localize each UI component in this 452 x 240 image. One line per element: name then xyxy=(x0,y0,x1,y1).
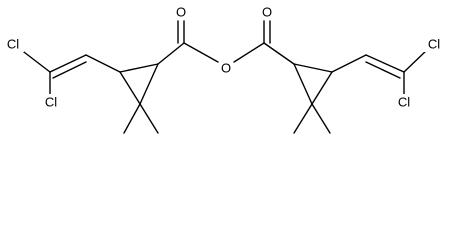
bond-left-ccl-top xyxy=(19,48,51,73)
atom-cl-right-bottom: Cl xyxy=(398,95,410,110)
atom-o-left-carbonyl: O xyxy=(176,5,186,20)
atom-o-right-carbonyl: O xyxy=(262,5,272,20)
atom-cl-right-top: Cl xyxy=(428,37,440,52)
bond-left-c-obridge xyxy=(183,42,219,63)
bond-left-ring-b xyxy=(139,63,159,105)
atom-o-bridge: O xyxy=(221,61,231,76)
bond-right-carbonyl-ring xyxy=(263,42,295,65)
bond-left-vinyl-double xyxy=(49,54,87,73)
bond-left-ring-a xyxy=(119,63,159,73)
bond-left-methyl-b xyxy=(139,103,159,134)
atom-cl-left-top: Cl xyxy=(7,37,19,52)
bond-right-ccl-top xyxy=(403,48,429,73)
molecule-diagram: Cl Cl O O O Cl Cl xyxy=(6,4,441,134)
structure-canvas: Cl Cl O O O Cl Cl xyxy=(6,4,441,134)
bond-right-vinyl-double-inner xyxy=(365,61,401,79)
bond-left-methyl-a xyxy=(123,103,141,134)
bond-right-ring-a xyxy=(293,63,333,73)
bond-right-ring-c xyxy=(293,63,313,105)
bond-right-obridge-c xyxy=(233,42,265,63)
bond-right-vinyl-double xyxy=(365,54,405,73)
bond-left-vinyl-ring xyxy=(85,54,121,73)
bond-right-ring-b xyxy=(311,71,333,105)
bond-right-ring-vinyl xyxy=(331,54,367,73)
bond-left-ring-carbonyl xyxy=(157,42,185,65)
atom-cl-left-bottom: Cl xyxy=(45,95,57,110)
bond-right-methyl-b xyxy=(311,103,331,134)
bond-right-methyl-a xyxy=(293,103,313,134)
bond-left-ring-c xyxy=(119,71,141,105)
bond-left-vinyl-double-inner xyxy=(52,61,87,79)
